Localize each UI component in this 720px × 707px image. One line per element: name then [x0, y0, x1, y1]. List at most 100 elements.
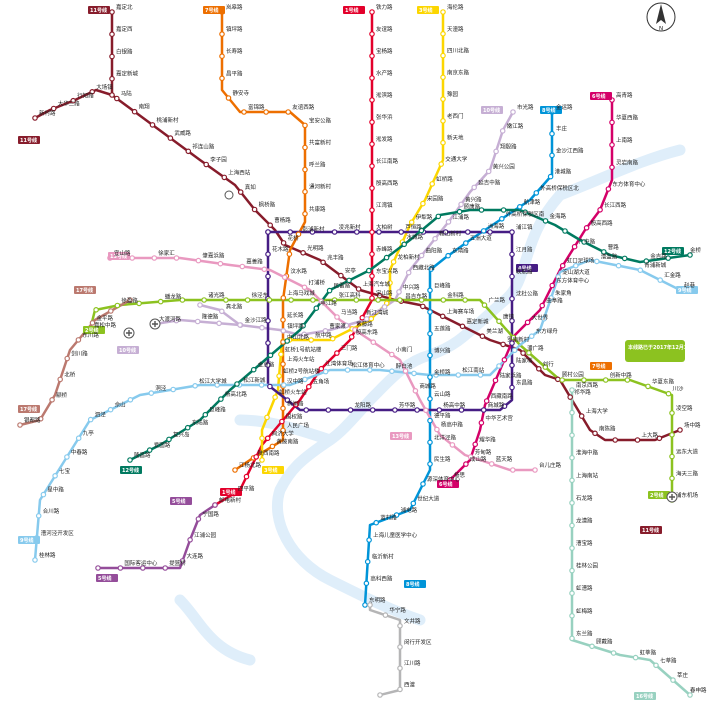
station-marker[interactable]: [203, 161, 210, 168]
station-marker[interactable]: [40, 491, 47, 498]
station-marker[interactable]: [670, 677, 676, 683]
station-marker[interactable]: [369, 295, 375, 301]
station-marker[interactable]: [309, 229, 316, 235]
station-marker[interactable]: [64, 454, 70, 460]
station-marker[interactable]: [259, 457, 265, 463]
station-marker[interactable]: [499, 128, 506, 134]
station-marker[interactable]: [305, 383, 312, 390]
station-marker[interactable]: [634, 437, 641, 443]
station-marker[interactable]: [581, 377, 587, 383]
station-marker[interactable]: [52, 472, 58, 479]
station-marker[interactable]: [609, 142, 615, 148]
station-marker[interactable]: [363, 316, 370, 322]
station-marker[interactable]: [687, 252, 693, 258]
station-marker[interactable]: [549, 282, 556, 289]
station-marker[interactable]: [202, 411, 209, 418]
station-marker[interactable]: [366, 367, 373, 373]
station-marker[interactable]: [127, 297, 133, 303]
station-marker[interactable]: [348, 334, 355, 340]
station-marker[interactable]: [301, 284, 308, 291]
station-marker[interactable]: [286, 251, 293, 257]
station-marker[interactable]: [535, 365, 542, 372]
station-marker[interactable]: [219, 31, 225, 37]
station-marker[interactable]: [571, 243, 578, 250]
station-marker[interactable]: [511, 347, 518, 354]
station-marker[interactable]: [569, 590, 575, 597]
station-marker[interactable]: [418, 227, 425, 234]
station-marker[interactable]: [267, 383, 273, 390]
station-marker[interactable]: [397, 622, 403, 629]
station-marker[interactable]: [136, 300, 142, 307]
station-marker[interactable]: [75, 435, 82, 442]
station-marker[interactable]: [440, 74, 446, 81]
station-marker[interactable]: [376, 229, 382, 235]
station-marker[interactable]: [462, 297, 468, 303]
station-marker[interactable]: [434, 426, 440, 433]
station-marker[interactable]: [397, 686, 403, 693]
station-marker[interactable]: [569, 477, 575, 484]
station-marker[interactable]: [419, 303, 426, 310]
station-marker[interactable]: [234, 381, 240, 387]
station-marker[interactable]: [427, 287, 433, 294]
station-marker[interactable]: [352, 327, 358, 333]
station-marker[interactable]: [127, 457, 133, 463]
station-marker[interactable]: [364, 558, 371, 565]
station-marker[interactable]: [267, 222, 274, 229]
station-marker[interactable]: [569, 567, 575, 574]
station-marker[interactable]: [261, 266, 268, 273]
station-marker[interactable]: [87, 416, 94, 423]
station-marker[interactable]: [355, 286, 362, 292]
station-marker[interactable]: [265, 229, 271, 235]
station-marker[interactable]: [498, 216, 505, 222]
station-marker[interactable]: [185, 148, 192, 155]
station-marker[interactable]: [284, 338, 291, 344]
station-marker[interactable]: [539, 302, 546, 309]
station-marker[interactable]: [559, 377, 566, 383]
station-marker[interactable]: [420, 481, 426, 487]
station-marker[interactable]: [602, 377, 609, 383]
station-marker[interactable]: [302, 211, 308, 217]
station-marker[interactable]: [669, 453, 675, 460]
station-marker[interactable]: [89, 320, 96, 326]
station-marker[interactable]: [509, 467, 516, 473]
station-marker[interactable]: [445, 219, 452, 225]
station-marker[interactable]: [528, 333, 535, 340]
station-marker[interactable]: [265, 273, 271, 280]
station-marker[interactable]: [108, 308, 114, 314]
station-marker[interactable]: [429, 181, 436, 187]
station-marker[interactable]: [615, 262, 622, 269]
station-marker[interactable]: [369, 141, 375, 147]
station-marker[interactable]: [439, 313, 446, 320]
station-marker[interactable]: [32, 115, 38, 121]
station-marker[interactable]: [423, 407, 429, 414]
station-marker[interactable]: [493, 148, 499, 155]
station-marker[interactable]: [605, 186, 612, 192]
station-marker[interactable]: [388, 351, 395, 358]
station-marker[interactable]: [440, 118, 446, 124]
station-marker[interactable]: [569, 545, 575, 551]
station-marker[interactable]: [285, 109, 292, 115]
station-marker[interactable]: [369, 31, 375, 37]
station-marker[interactable]: [440, 30, 446, 37]
station-marker[interactable]: [114, 302, 121, 309]
station-marker[interactable]: [569, 409, 575, 416]
station-marker[interactable]: [325, 407, 332, 413]
station-marker[interactable]: [49, 396, 55, 403]
station-marker[interactable]: [458, 201, 464, 208]
station-marker[interactable]: [344, 367, 351, 373]
station-marker[interactable]: [369, 53, 375, 59]
station-marker[interactable]: [509, 384, 515, 391]
station-marker[interactable]: [75, 337, 82, 343]
station-marker[interactable]: [542, 364, 549, 370]
station-marker[interactable]: [64, 355, 71, 362]
station-marker[interactable]: [432, 235, 438, 242]
station-marker[interactable]: [109, 75, 115, 82]
station-marker[interactable]: [302, 122, 308, 129]
station-marker[interactable]: [151, 255, 158, 261]
station-marker[interactable]: [217, 260, 224, 267]
station-marker[interactable]: [389, 368, 395, 375]
station-marker[interactable]: [253, 454, 260, 460]
station-marker[interactable]: [353, 297, 360, 303]
station-marker[interactable]: [107, 406, 114, 413]
station-marker[interactable]: [266, 297, 273, 303]
